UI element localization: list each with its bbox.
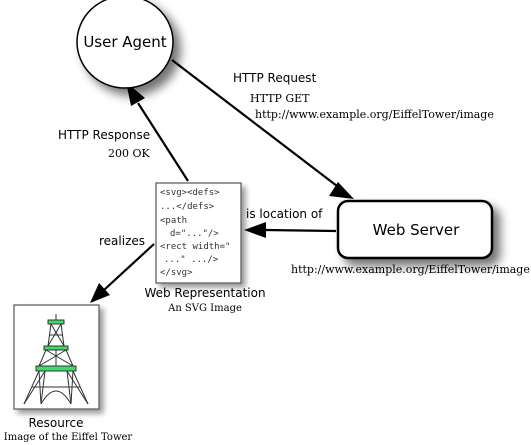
- svg-code-line: <svg><defs>: [160, 188, 220, 198]
- realizes-label: realizes: [99, 234, 145, 248]
- svg-code-line: ..." .../>: [164, 255, 219, 265]
- web-representation-label: Web Representation: [144, 286, 265, 300]
- http-request-label: HTTP Request: [233, 71, 317, 85]
- web-representation-sublabel: An SVG Image: [167, 303, 242, 314]
- http-response-label: HTTP Response: [58, 128, 150, 142]
- resource-label: Resource: [28, 416, 83, 430]
- resource-node: [13, 304, 100, 410]
- svg-code-line: ...</defs>: [160, 202, 215, 212]
- web-server-label: Web Server: [373, 221, 460, 239]
- svg-code-line: <rect width=": [160, 242, 230, 252]
- is-location-of-label: is location of: [246, 207, 323, 221]
- web-server-node: Web Server: [336, 199, 494, 260]
- http-response-code: 200 OK: [108, 147, 151, 160]
- resource-sublabel: Image of the Eiffel Tower: [4, 432, 133, 443]
- http-request-arrow: [171, 59, 354, 199]
- web-server-url: http://www.example.org/EiffelTower/image: [291, 263, 530, 276]
- user-agent-label: User Agent: [83, 33, 166, 51]
- realizes-arrow: [90, 243, 155, 303]
- svg-code-line: d="..."/>: [170, 229, 219, 239]
- web-representation-node: <svg><defs> ...</defs> <path d="..."/> <…: [155, 182, 242, 284]
- eiffel-tower-icon: [23, 314, 89, 405]
- user-agent-node: User Agent: [76, 0, 174, 89]
- svg-code-line: </svg>: [160, 268, 193, 278]
- http-request-method: HTTP GET: [250, 92, 310, 105]
- is-location-of-arrow: [244, 222, 337, 238]
- http-request-url: http://www.example.org/EiffelTower/image: [255, 108, 494, 121]
- svg-code-line: <path: [160, 216, 187, 226]
